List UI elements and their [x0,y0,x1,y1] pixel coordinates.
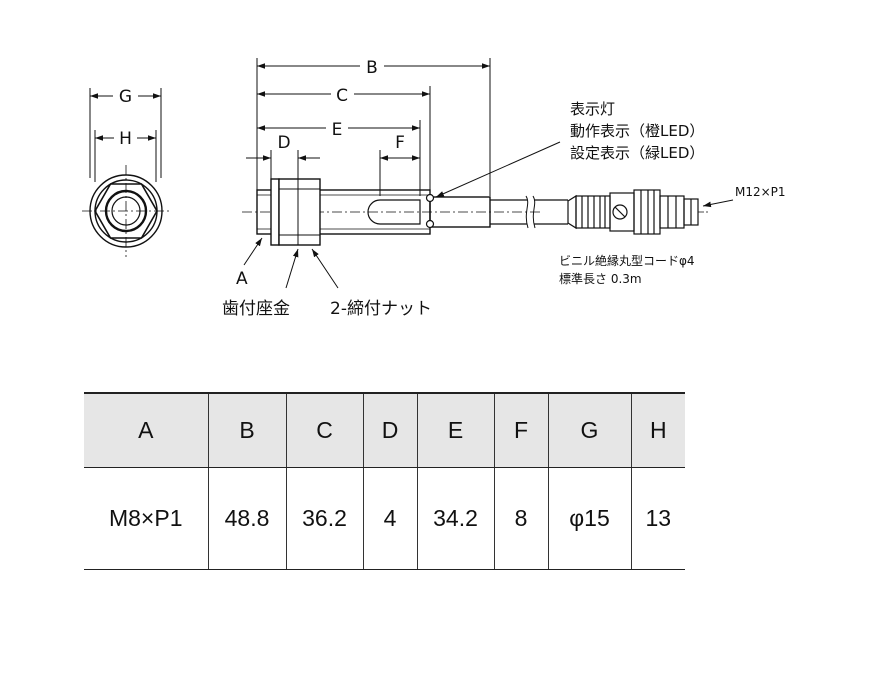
sensor-body [242,178,568,246]
indicator-setting: 設定表示（緑LED） [570,144,704,162]
table-row: M8×P1 48.8 36.2 4 34.2 8 φ15 13 [84,467,685,570]
dim-label-b: B [366,58,378,78]
table-header-cell: G [547,392,631,468]
table-header-cell: F [493,392,548,468]
table-cell: 13 [630,467,685,570]
table-cell: 8 [493,467,548,570]
end-view [82,88,170,257]
table-header-cell: D [362,392,417,468]
cable-type-label: ビニル絶縁丸型コードφ4 [559,253,695,268]
dim-label-a: A [236,269,248,289]
table-header-cell: H [630,392,685,468]
table-header-row: A B C D E F G H [84,392,685,468]
table-header-cell: E [416,392,494,468]
dim-label-e: E [332,120,343,140]
table-header-cell: B [207,392,286,468]
cable-length-label: 標準長さ 0.3m [559,271,642,286]
washer-label: 歯付座金 [222,299,290,319]
connector-thread-label: M12×P1 [735,185,786,199]
table-header-cell: C [285,392,363,468]
indicator-title: 表示灯 [570,100,615,118]
leader-lines [243,141,734,289]
table-cell: 4 [362,467,417,570]
table-cell: 48.8 [207,467,286,570]
m12-connector [567,189,710,235]
dim-label-h: H [119,129,132,149]
dim-label-d: D [277,133,290,153]
dim-label-g: G [119,87,132,107]
dim-label-c: C [336,86,348,106]
dim-label-f: F [395,133,405,153]
table-cell: 34.2 [416,467,494,570]
table-cell: M8×P1 [84,467,208,570]
dimension-drawing: G H B C E D F [82,58,786,319]
table-cell: φ15 [547,467,631,570]
side-view-dimensions [246,58,491,196]
table-cell: 36.2 [285,467,363,570]
table-header-cell: A [84,392,208,468]
nut-label: 2-締付ナット [330,299,432,319]
indicator-operation: 動作表示（橙LED） [570,122,704,140]
dimension-table: A B C D E F G H M8×P1 48.8 36.2 4 34.2 8… [84,392,685,570]
